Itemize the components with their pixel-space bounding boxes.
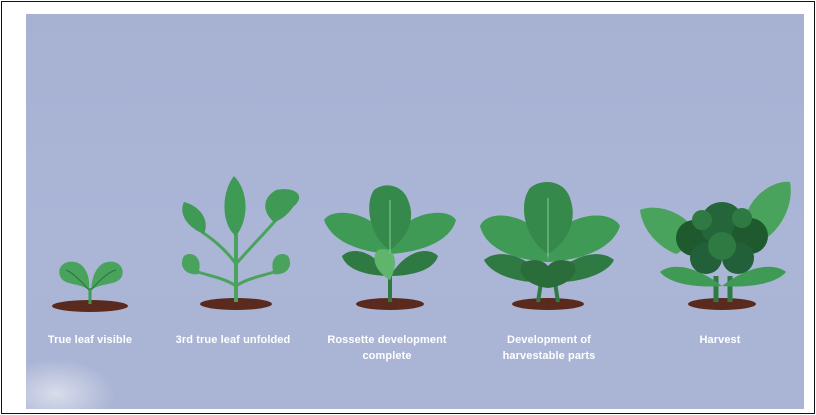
stage-label: Rossette development complete	[312, 332, 462, 364]
broccoli-head-illustration	[636, 14, 804, 409]
stage-true-leaf-visible: True leaf visible	[26, 14, 154, 409]
stage-label: True leaf visible	[26, 332, 154, 348]
seedling-illustration	[26, 14, 154, 409]
stage-label: 3rd true leaf unfolded	[164, 332, 302, 348]
stage-development-of-harvestable-parts: Development of harvestable parts	[472, 14, 626, 409]
stage-label: Development of harvestable parts	[472, 332, 626, 364]
stage-3rd-true-leaf-unfolded: 3rd true leaf unfolded	[164, 14, 302, 409]
growth-stages-panel: True leaf visible 3rd true leaf unfolded	[26, 14, 804, 409]
stage-rosette-development-complete: Rossette development complete	[312, 14, 462, 409]
stage-label: Harvest	[636, 332, 804, 348]
stage-harvest: Harvest	[636, 14, 804, 409]
young-plant-illustration	[164, 14, 302, 409]
